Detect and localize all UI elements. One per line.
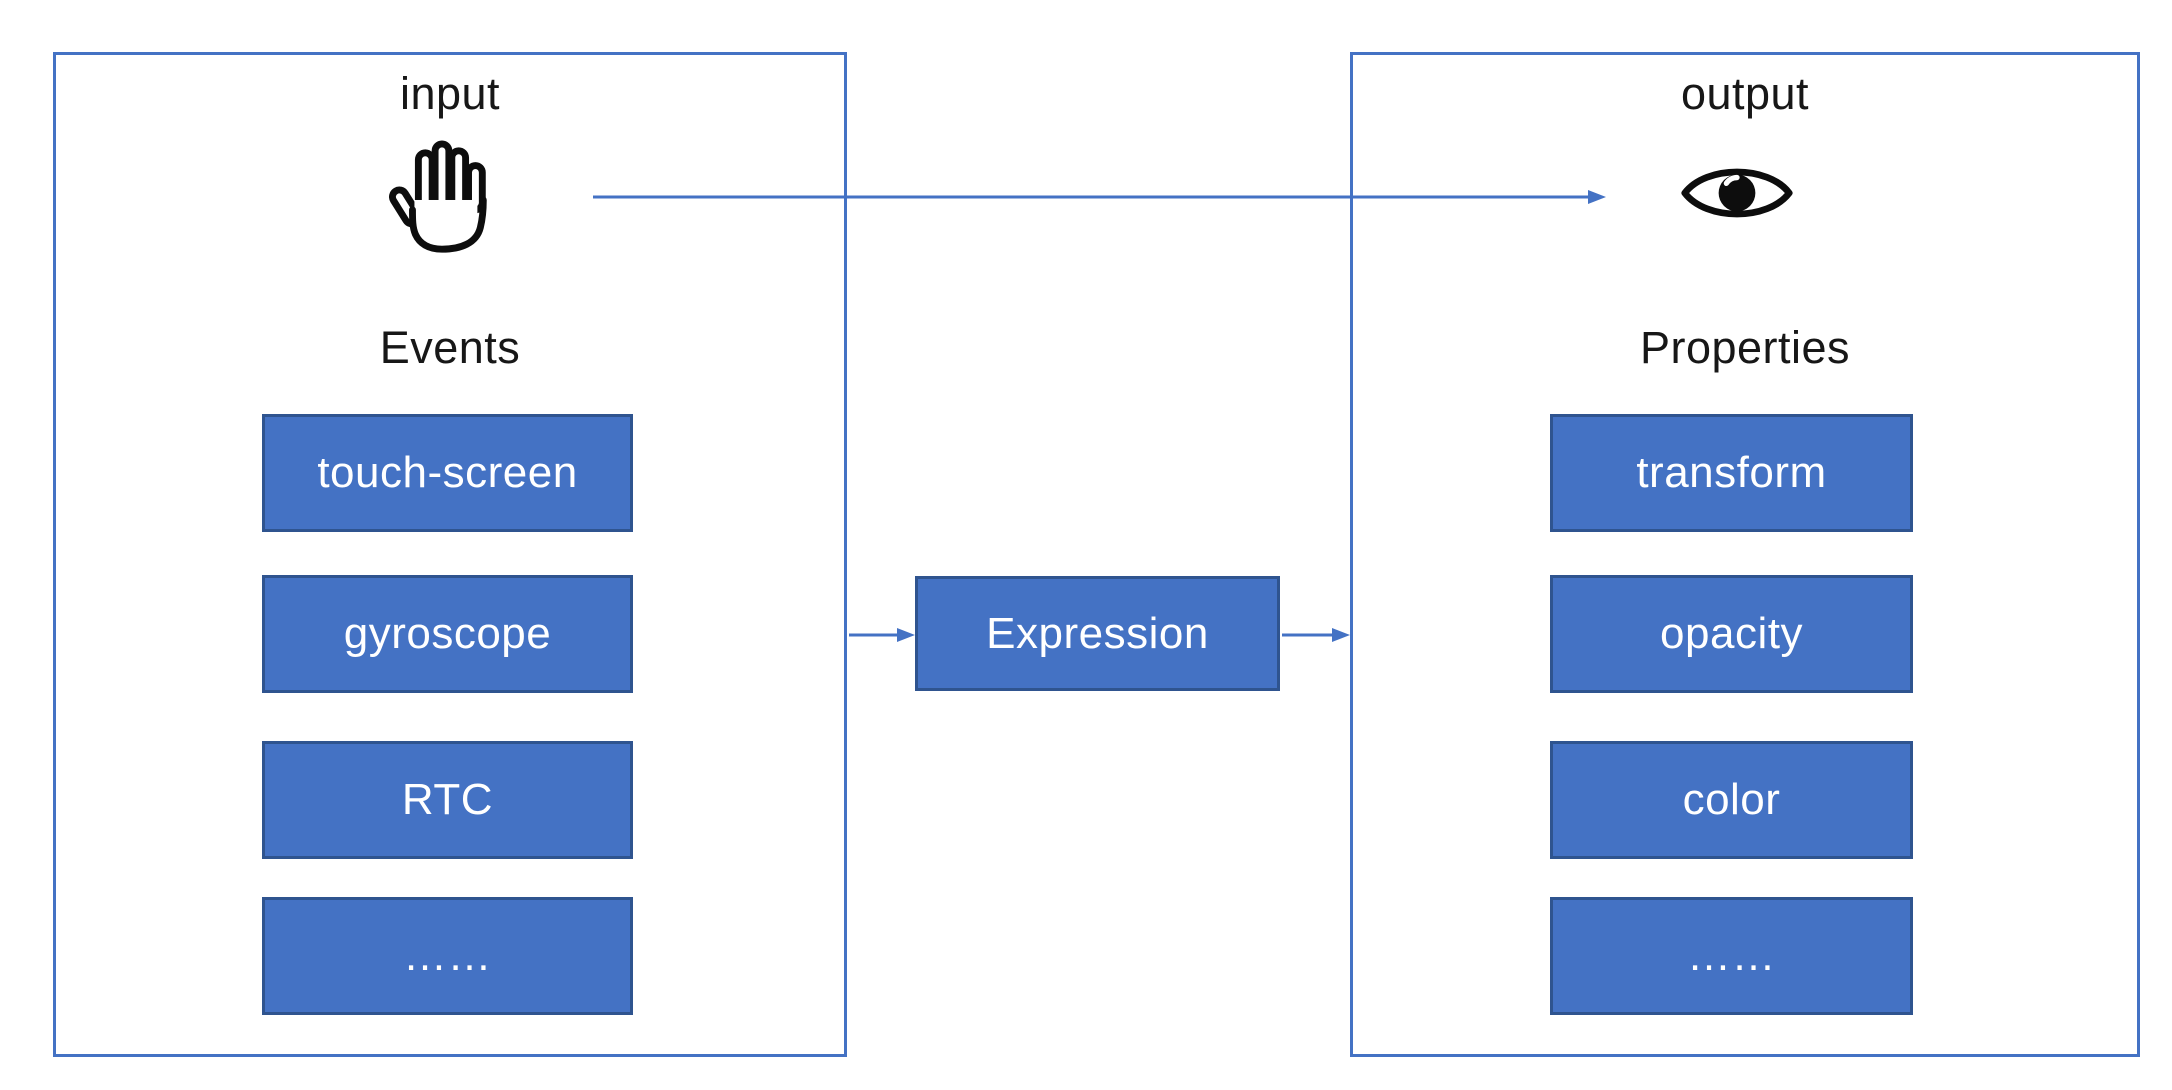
event-item-rtc: RTC bbox=[262, 741, 633, 859]
event-item-touch-screen: touch-screen bbox=[262, 414, 633, 532]
output-panel-title: output bbox=[1680, 68, 1810, 119]
event-item-gyroscope: gyroscope bbox=[262, 575, 633, 693]
eye-icon bbox=[1679, 153, 1795, 233]
property-item-color: color bbox=[1550, 741, 1913, 859]
event-item-ellipsis: …… bbox=[262, 897, 633, 1015]
hand-icon bbox=[389, 139, 493, 259]
expression-node: Expression bbox=[915, 576, 1280, 691]
input-panel bbox=[53, 52, 847, 1057]
events-section-label: Events bbox=[379, 322, 521, 373]
output-panel bbox=[1350, 52, 2140, 1057]
input-panel-title: input bbox=[399, 68, 501, 119]
property-item-opacity: opacity bbox=[1550, 575, 1913, 693]
property-item-transform: transform bbox=[1550, 414, 1913, 532]
properties-section-label: Properties bbox=[1639, 322, 1851, 373]
property-item-ellipsis: …… bbox=[1550, 897, 1913, 1015]
